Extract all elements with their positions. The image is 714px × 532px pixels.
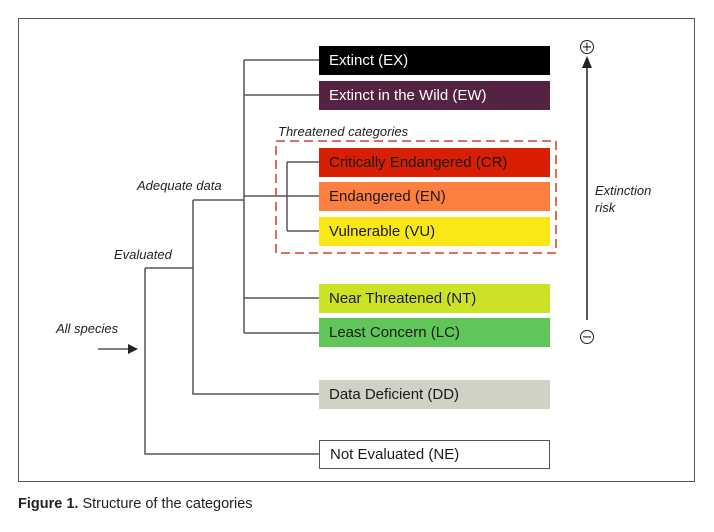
category-label: Least Concern (LC) [329, 324, 460, 341]
figure-caption: Figure 1. Structure of the categories [18, 496, 253, 512]
category-label: Near Threatened (NT) [329, 290, 477, 307]
category-cr: Critically Endangered (CR) [319, 148, 550, 177]
category-label: Not Evaluated (NE) [330, 446, 460, 463]
category-ew: Extinct in the Wild (EW) [319, 81, 550, 110]
minus-glyph: − [581, 329, 593, 345]
category-vu: Vulnerable (VU) [319, 217, 550, 246]
label-adequate-data: Adequate data [137, 178, 222, 193]
category-label: Vulnerable (VU) [329, 223, 436, 240]
label-all-species: All species [56, 321, 119, 336]
caption-bold: Figure 1. [18, 496, 79, 512]
category-ex: Extinct (EX) [319, 46, 550, 75]
threatened-dashed-box [275, 140, 557, 254]
plus-glyph: + [581, 39, 593, 55]
plus-icon: + [580, 40, 594, 54]
category-dd: Data Deficient (DD) [319, 380, 550, 409]
minus-icon: − [580, 330, 594, 344]
arrow-head-all-species [128, 344, 138, 354]
label-evaluated: Evaluated [114, 247, 172, 262]
figure-frame [18, 18, 695, 482]
category-label: Data Deficient (DD) [329, 386, 460, 403]
extinction-risk-arrow-head [582, 56, 592, 68]
category-label: Endangered (EN) [329, 188, 446, 205]
category-nt: Near Threatened (NT) [319, 284, 550, 313]
category-lc: Least Concern (LC) [319, 318, 550, 347]
category-label: Critically Endangered (CR) [329, 154, 508, 171]
category-ne: Not Evaluated (NE) [319, 440, 550, 469]
label-extinction-line2: risk [595, 200, 616, 215]
category-label: Extinct in the Wild (EW) [329, 87, 487, 104]
label-extinction-line1: Extinction [595, 183, 652, 198]
label-extinction-risk: Extinction risk [595, 182, 651, 216]
caption-text: Structure of the categories [78, 496, 253, 512]
label-threatened-categories: Threatened categories [278, 124, 409, 139]
category-label: Extinct (EX) [329, 52, 409, 69]
category-en: Endangered (EN) [319, 182, 550, 211]
